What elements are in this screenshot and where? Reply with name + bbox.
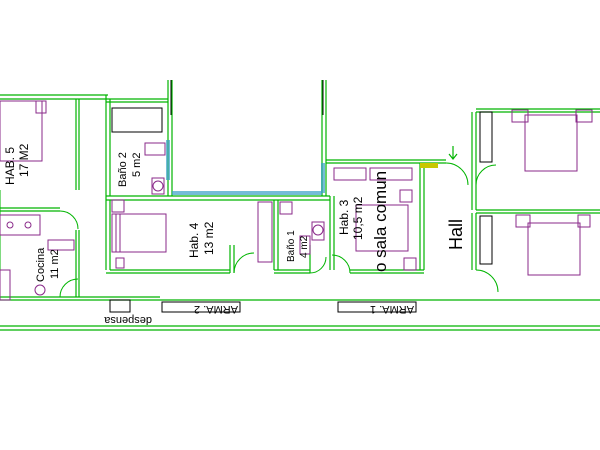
bano1-area: 4 m2: [299, 235, 310, 258]
cocina-area: 11 m2: [49, 249, 61, 279]
furniture: [0, 100, 593, 301]
arma2-label: ARMA. 2: [194, 303, 238, 315]
hab5-area: 17 M2: [17, 143, 31, 177]
door-swings: [0, 162, 499, 300]
glass-strips: [166, 140, 438, 195]
cocina-name: Cocina: [35, 247, 47, 282]
hab5-name: HAB. 5: [3, 147, 17, 185]
hab3-note: o sala comun: [371, 171, 390, 272]
bed-hab5: [0, 100, 43, 162]
arma1-box: [337, 301, 417, 313]
room-labels: HAB. 5 17 M2 Baño 2 5 m2 Cocina 11 m2 Ha…: [3, 143, 466, 326]
bano2-name: Baño 2: [117, 152, 129, 187]
arma1-label: ARMA. 1: [370, 303, 414, 315]
entrance-arrow-icon: [448, 146, 458, 160]
bano2-area: 5 m2: [131, 153, 143, 177]
storage: [109, 80, 417, 313]
door-marker: [420, 163, 438, 168]
arma2-box: [161, 301, 241, 313]
despensa-box: [109, 299, 131, 313]
hab4-name: Hab. 4: [187, 222, 201, 258]
walls: [0, 80, 600, 331]
hab3-name: Hab. 3: [337, 199, 351, 235]
bano1-name: Baño 1: [286, 230, 297, 262]
hab3-area: 10,5 m2: [351, 196, 365, 240]
despensa-label: despensa: [103, 314, 152, 326]
hab4-area: 13 m2: [202, 221, 216, 255]
hall-name: Hall: [446, 219, 466, 250]
